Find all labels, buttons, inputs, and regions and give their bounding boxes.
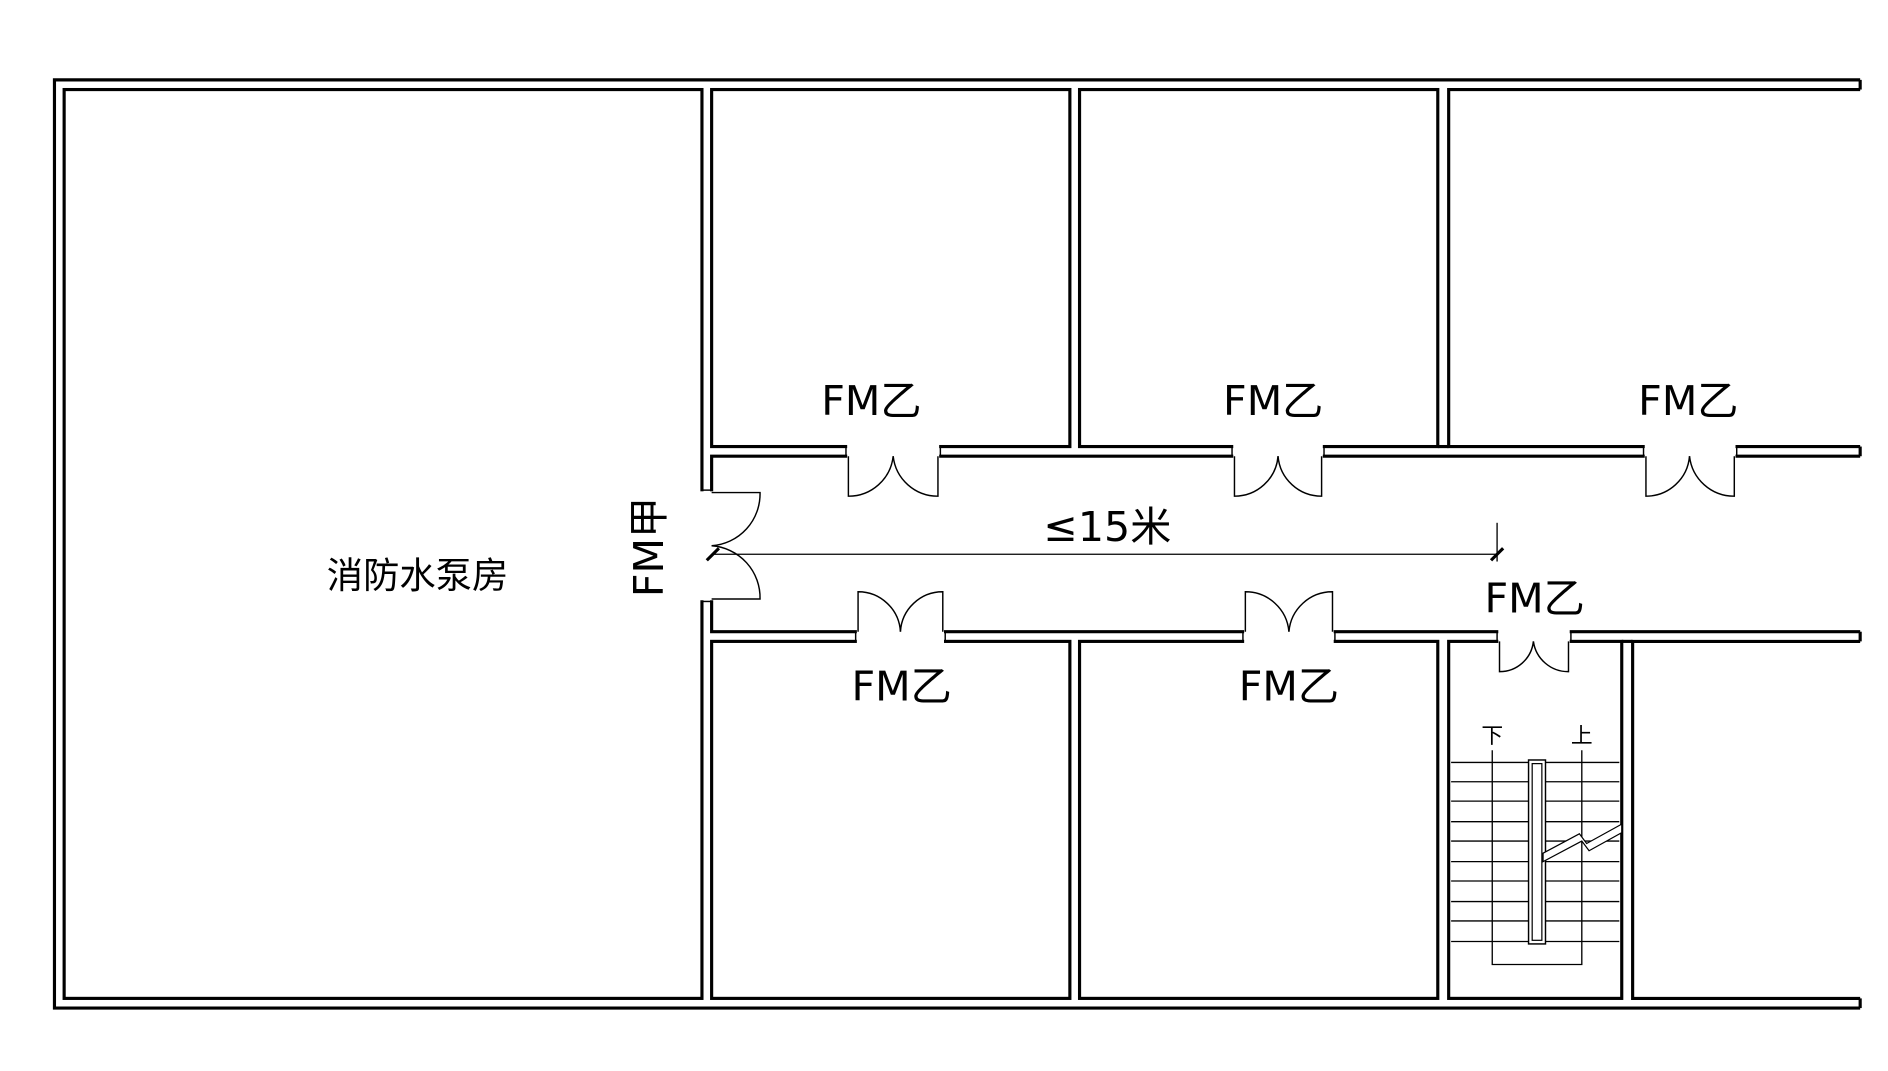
door-label: FM乙 <box>821 377 921 425</box>
door-label: FM乙 <box>1223 377 1323 425</box>
room-bottom-4 <box>1631 639 1861 1000</box>
pump-room-label: 消防水泵房 <box>327 554 508 597</box>
break-line <box>1542 823 1623 863</box>
door-bottom-1 <box>854 591 946 642</box>
stair-down-label: 下 <box>1481 724 1503 749</box>
room-top-1 <box>710 87 1072 449</box>
door-top-3 <box>1642 446 1738 497</box>
door-bottom-2 <box>1242 591 1336 642</box>
distance-dimension: ≤15米 <box>705 503 1505 562</box>
corridor <box>710 444 1861 643</box>
stair-up-label: 上 <box>1571 724 1593 749</box>
pump-room <box>62 87 704 1000</box>
door-fm-jia <box>701 489 761 603</box>
door-top-2 <box>1231 446 1325 497</box>
stair-well <box>1527 759 1547 945</box>
room-bottom-1 <box>710 639 1072 1000</box>
door-label: FM乙 <box>1484 574 1584 622</box>
door-top-1 <box>845 446 942 497</box>
distance-label: ≤15米 <box>1043 503 1171 551</box>
door-stair <box>1496 631 1572 673</box>
door-label: FM乙 <box>852 663 952 711</box>
door-label-fm-jia: FM甲 <box>625 497 673 597</box>
staircase: 下 上 <box>1451 724 1623 966</box>
door-label: FM乙 <box>1239 663 1339 711</box>
outer-wall <box>52 78 1862 1010</box>
door-label: FM乙 <box>1638 377 1738 425</box>
